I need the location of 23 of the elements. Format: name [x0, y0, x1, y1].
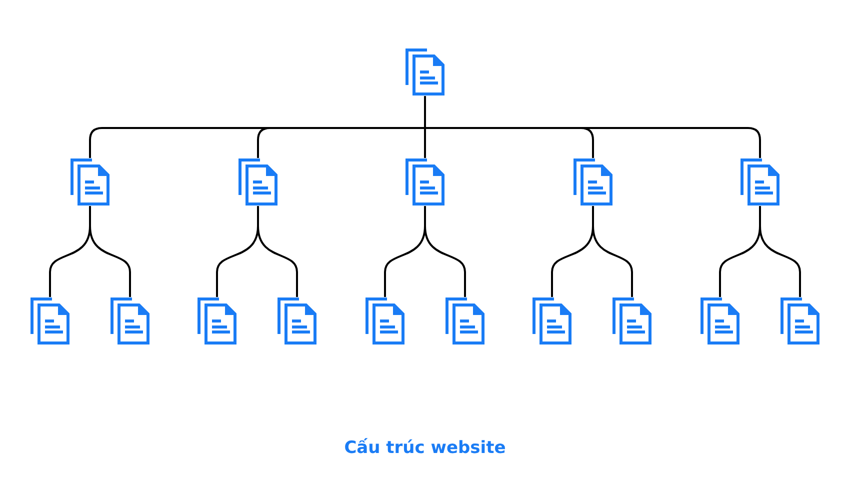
document-icon: [405, 158, 445, 206]
document-icon: [405, 48, 445, 96]
connector-line: [759, 206, 801, 297]
document-icon: [700, 297, 740, 345]
document-icon: [238, 158, 278, 206]
connector-line: [89, 206, 131, 297]
document-icon: [197, 297, 237, 345]
document-icon: [365, 297, 405, 345]
connector-line: [424, 206, 466, 297]
connector-line: [592, 206, 633, 297]
document-icon: [532, 297, 572, 345]
document-icon: [30, 297, 70, 345]
connector-line: [257, 206, 298, 297]
document-icon: [740, 158, 780, 206]
document-icon: [780, 297, 820, 345]
document-icon: [573, 158, 613, 206]
document-icon: [110, 297, 150, 345]
document-icon: [612, 297, 652, 345]
document-icon: [70, 158, 110, 206]
connector-line: [424, 96, 761, 158]
document-icon: [445, 297, 485, 345]
document-icon: [277, 297, 317, 345]
caption: Cấu trúc website: [344, 438, 506, 458]
